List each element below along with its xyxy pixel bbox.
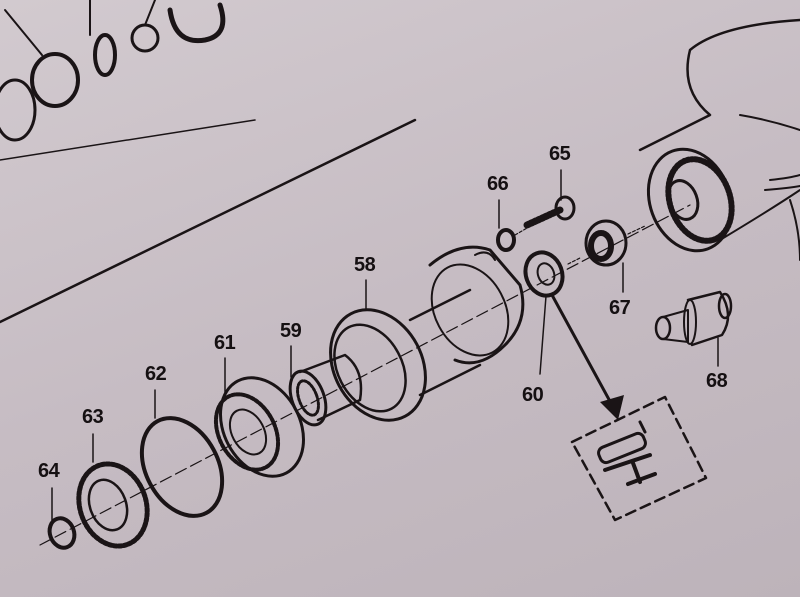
axis-line <box>39 204 691 546</box>
part-67-bushing <box>584 219 628 267</box>
part-59-needle-bearing <box>288 353 363 427</box>
part-label-68: 68 <box>706 370 728 392</box>
part-label-63: 63 <box>82 406 104 428</box>
part-label-65: 65 <box>549 143 571 165</box>
part-label-58: 58 <box>354 254 376 276</box>
top-left-parts <box>0 0 226 142</box>
gearcase-outline <box>638 18 800 261</box>
part-60-seal <box>523 250 565 298</box>
leader-lines <box>51 169 719 521</box>
part-label-62: 62 <box>145 363 167 385</box>
part-68-sleeve <box>654 290 733 347</box>
boundary-line-upper <box>0 119 256 161</box>
inset-detail-box <box>570 395 708 522</box>
part-63-gear <box>76 461 150 549</box>
part-62-oring <box>139 416 225 518</box>
part-64-washer <box>47 516 77 550</box>
part-label-66: 66 <box>487 173 509 195</box>
part-label-61: 61 <box>214 332 236 354</box>
boundary-line <box>0 118 417 324</box>
arrow-to-inset <box>550 293 624 420</box>
part-label-64: 64 <box>38 460 60 482</box>
part-65-bolt <box>514 195 576 236</box>
part-58-housing <box>329 245 525 422</box>
part-label-60: 60 <box>522 384 544 406</box>
part-66-washer <box>496 228 516 252</box>
part-label-67: 67 <box>609 297 631 319</box>
part-label-59: 59 <box>280 320 302 342</box>
